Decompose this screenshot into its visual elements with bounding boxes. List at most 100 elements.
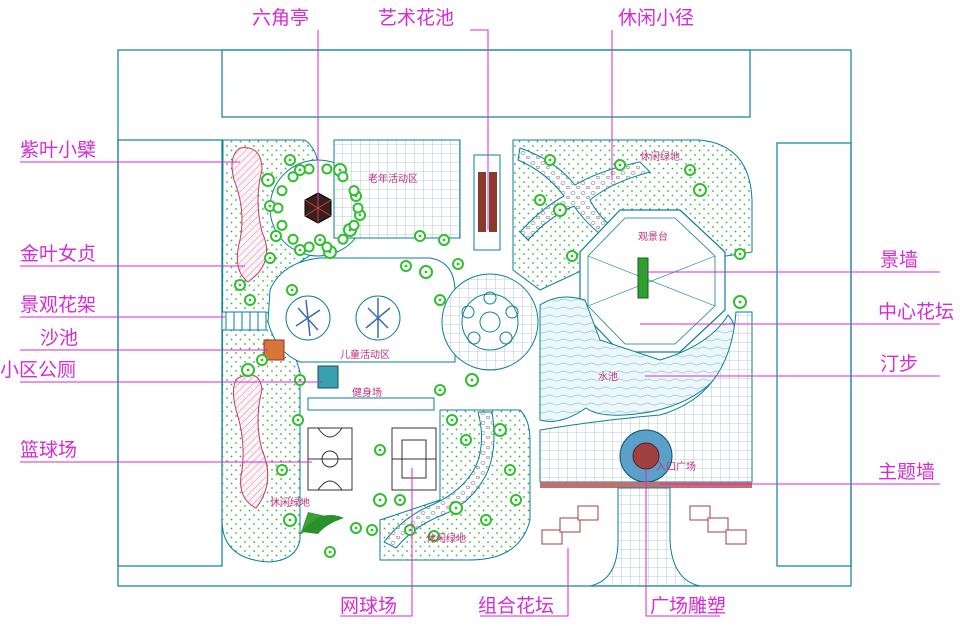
tree-center <box>698 188 702 192</box>
building-right <box>776 142 852 567</box>
tree-center <box>370 528 374 532</box>
tree-center <box>268 256 272 260</box>
building-left <box>117 139 223 567</box>
golden-privet-bed <box>232 374 269 509</box>
label-viewing-platform: 观景台 <box>638 230 668 243</box>
tree-center <box>418 234 422 238</box>
label-children-area: 儿童活动区 <box>340 348 390 361</box>
callout-landscape-wall: 景墙 <box>880 249 918 271</box>
shrub-symbol <box>303 241 315 253</box>
leader-tennis <box>340 468 413 617</box>
landscape-wall-feature <box>637 257 649 299</box>
purple-barberry-bed <box>231 147 268 283</box>
entrance-walkway <box>589 487 701 587</box>
callout-plaza-sculpture: 广场雕塑 <box>650 595 726 617</box>
tree-center <box>538 198 542 202</box>
callout-sandpit: 沙池 <box>40 327 78 349</box>
tree-center <box>298 378 302 382</box>
tree-center <box>484 518 488 522</box>
shrub-symbol <box>303 163 315 175</box>
callout-pavilion: 六角亭 <box>252 7 309 29</box>
shrub-symbol <box>337 171 349 183</box>
shrub-symbol <box>272 202 284 214</box>
shrub-symbol <box>287 171 299 183</box>
callout-theme-wall: 主题墙 <box>878 461 935 483</box>
label-elderly-area: 老年活动区 <box>368 172 418 185</box>
tree-center <box>378 448 382 452</box>
tree-center <box>298 168 302 172</box>
tree-center <box>338 168 342 172</box>
tree-center <box>318 238 322 242</box>
shrub-symbol <box>352 202 364 214</box>
fitness-strip <box>307 397 435 411</box>
callout-leisure-path: 休闲小径 <box>618 7 694 29</box>
leader-combined-flowerbed <box>480 548 569 617</box>
landscape-pergola <box>221 311 267 331</box>
label-fitness: 健身场 <box>352 386 382 399</box>
tree-center <box>288 518 292 522</box>
tree-center <box>514 498 518 502</box>
tree-center <box>246 368 250 372</box>
tree-center <box>238 283 242 287</box>
callout-purple-barberry: 紫叶小檗 <box>20 139 96 161</box>
tree-center <box>404 264 408 268</box>
callout-combined-flowerbed: 组合花坛 <box>478 595 554 617</box>
shrub-symbol <box>276 185 288 197</box>
tree-center <box>298 248 302 252</box>
tree-center <box>508 468 512 472</box>
combined-flowerbed-left <box>541 505 599 545</box>
tree-center <box>738 300 742 304</box>
tree-center <box>260 358 264 362</box>
combined-flowerbed-right <box>689 505 747 545</box>
tree-center <box>498 428 502 432</box>
shrub-symbol <box>337 233 349 245</box>
tree-center <box>454 506 458 510</box>
callout-golden-privet: 金叶女贞 <box>20 243 96 265</box>
shrub-symbol <box>287 233 299 245</box>
tree-center <box>266 178 270 182</box>
tree-center <box>280 468 284 472</box>
tree-center <box>424 270 428 274</box>
tree-center <box>438 298 442 302</box>
tree-center <box>558 208 562 212</box>
callout-art-flowerbed: 艺术花池 <box>378 7 454 29</box>
building-top <box>221 49 751 118</box>
label-water-pool: 水池 <box>598 370 618 383</box>
viewing-platform <box>579 209 726 353</box>
tree-center <box>464 438 468 442</box>
tree-center <box>358 213 362 217</box>
right-paving <box>539 311 753 483</box>
tree-center <box>378 498 382 502</box>
tree-center <box>688 168 692 172</box>
community-toilet <box>317 365 339 389</box>
tree-center <box>456 262 460 266</box>
callout-tennis: 网球场 <box>340 595 397 617</box>
shrub-symbol <box>321 241 333 253</box>
callout-center-flowerbed: 中心花坛 <box>878 301 954 323</box>
callout-pergola: 景观花架 <box>20 294 96 316</box>
tree-center <box>354 526 358 530</box>
tree-center <box>618 163 622 167</box>
shrub-symbol <box>276 219 288 231</box>
tree-center <box>438 388 442 392</box>
tree-center <box>268 204 272 208</box>
callout-stepping-stones: 汀步 <box>880 353 918 375</box>
leader-art-flowerbed <box>470 29 489 230</box>
tree-center <box>470 378 474 382</box>
tree-center <box>548 158 552 162</box>
callout-toilet: 小区公厕 <box>0 359 76 381</box>
label-entrance-plaza: 入口广场 <box>656 460 696 473</box>
label-leisure-green-bottom: 休闲绿地 <box>426 532 466 545</box>
tree-center <box>450 418 454 422</box>
callout-basketball: 篮球场 <box>20 439 77 461</box>
fan-palm-cluster <box>300 512 344 535</box>
shrub-symbol <box>348 185 360 197</box>
tree-center <box>408 528 412 532</box>
tree-center <box>248 298 252 302</box>
shrub-symbol <box>321 163 333 175</box>
tree-center <box>432 534 436 538</box>
bottom-winding-path <box>383 411 495 549</box>
shrub-symbol <box>348 219 360 231</box>
